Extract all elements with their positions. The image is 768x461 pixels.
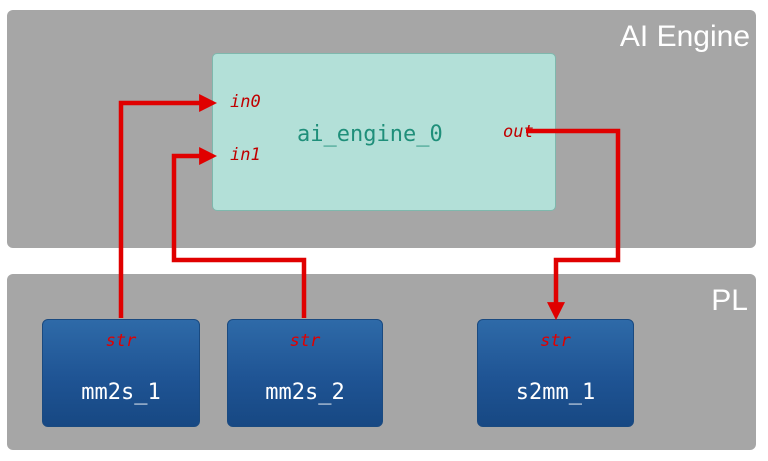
pl-block-name: s2mm_1	[515, 380, 596, 405]
pl-block-s2mm-1[interactable]: str s2mm_1	[477, 319, 634, 427]
pl-port-str: str	[289, 331, 321, 351]
pl-block-mm2s-1[interactable]: str mm2s_1	[42, 319, 200, 427]
port-in1: in1	[230, 145, 261, 165]
wire-mm2s-1-to-in0	[118, 94, 218, 318]
pl-block-name: mm2s_1	[81, 380, 161, 405]
wire-mm2s-2-to-in1	[171, 147, 307, 318]
kernel-ai-engine-0[interactable]: in0 in1 ai_engine_0 out	[212, 53, 556, 211]
pl-port-str: str	[540, 331, 571, 351]
kernel-name: ai_engine_0	[297, 122, 443, 147]
port-in0: in0	[230, 92, 261, 112]
pl-region-label: PL	[711, 284, 748, 317]
wire-out-to-s2mm-1	[526, 128, 621, 321]
pl-block-mm2s-2[interactable]: str mm2s_2	[227, 319, 383, 427]
pl-port-str: str	[105, 331, 137, 351]
pl-block-name: mm2s_2	[265, 380, 345, 405]
port-out: out	[503, 122, 534, 142]
ai-engine-region-label: AI Engine	[619, 20, 750, 53]
